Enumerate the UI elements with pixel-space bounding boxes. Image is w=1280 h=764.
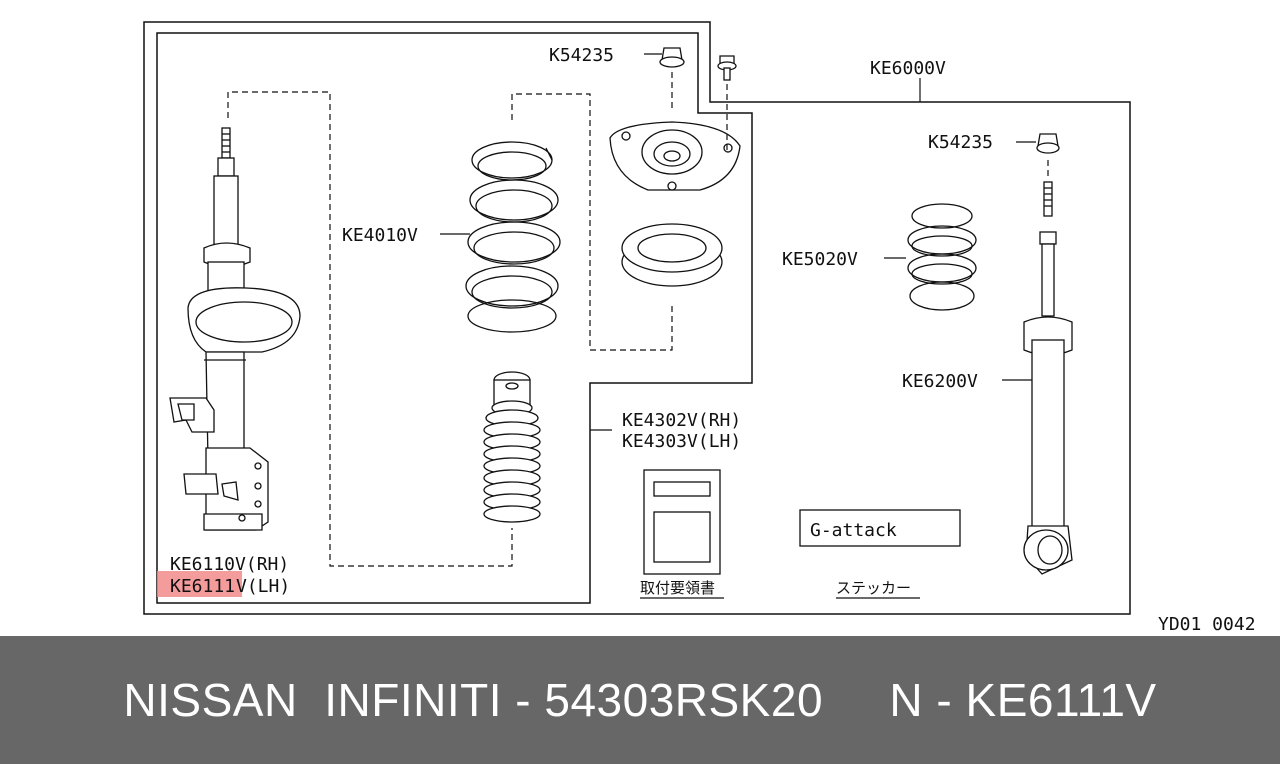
label-ke6200v: KE6200V (902, 371, 978, 392)
label-ke4010v: KE4010V (342, 225, 418, 246)
label-ke6111-part: KE6111 (170, 576, 235, 597)
small-bolt-drawing (717, 55, 737, 81)
label-sticker: ステッカー (836, 579, 911, 597)
front-strut-drawing (169, 127, 301, 531)
part-number-highlight (157, 571, 242, 597)
label-ke6110v: KE6110V(RH) (170, 554, 289, 575)
part-number-banner: NISSAN INFINITI - 54303RSK20 N - KE6111V (0, 636, 1280, 764)
label-ke6111-suffix: V(LH) (236, 576, 290, 597)
label-ke4302v: KE4302V(RH) (622, 410, 741, 431)
parts-diagram: K54235 KE6000V K54235 KE4010V KE5020V KE… (143, 21, 1256, 635)
label-g-attack: G-attack (810, 520, 897, 541)
label-ke4303v: KE4303V(LH) (622, 431, 741, 452)
kit-frame-outer (143, 21, 1131, 615)
front-coil-spring-drawing (465, 141, 561, 333)
diagram-svg: K54235 KE6000V K54235 KE4010V KE5020V KE… (143, 21, 1256, 635)
kit-frame-inner (156, 32, 753, 604)
top-mount-drawing (609, 47, 741, 191)
banner-text: NISSAN INFINITI - 54303RSK20 N - KE6111V (123, 674, 1157, 726)
label-k54235-rear: K54235 (928, 132, 993, 153)
bump-stop-boot-drawing (483, 371, 541, 523)
rear-shock-drawing (1023, 133, 1073, 575)
instruction-sheet-drawing (643, 469, 721, 575)
label-k54235-front: K54235 (549, 45, 614, 66)
diagram-code: YD01 0042 (1158, 614, 1256, 635)
label-ke6000v: KE6000V (870, 58, 946, 79)
rear-coil-spring-drawing (907, 203, 977, 311)
label-instructions: 取付要領書 (640, 579, 715, 597)
sticker-drawing (799, 509, 961, 547)
label-ke5020v: KE5020V (782, 249, 858, 270)
mount-bearing-drawing (621, 223, 723, 287)
